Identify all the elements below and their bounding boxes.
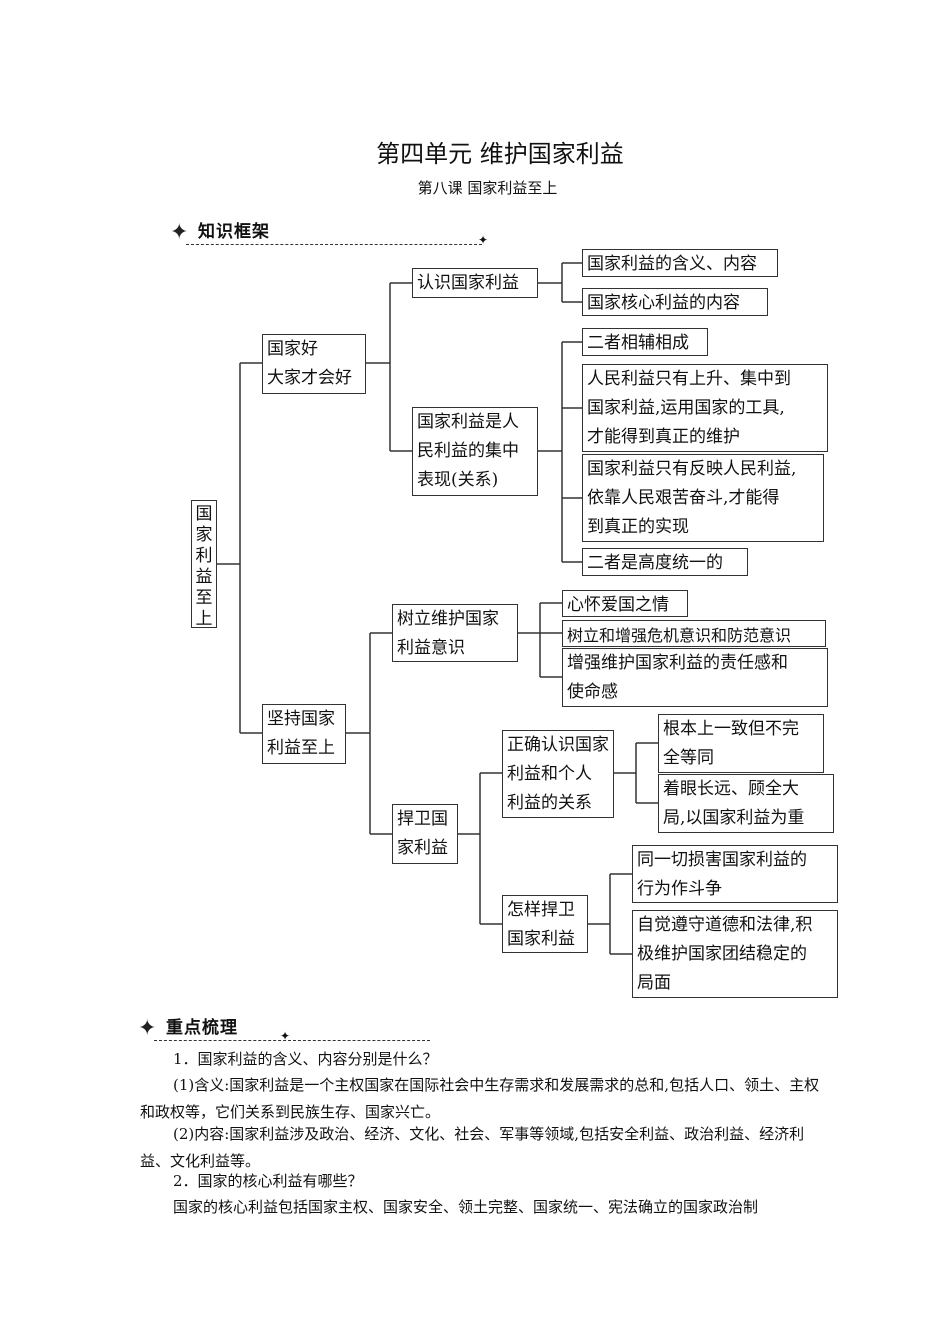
tree-node-b1b4: 二者是高度统一的 [582,548,748,576]
tree-node-b1a1: 国家利益的含义、内容 [582,249,778,277]
tree-node-b2a: 树立维护国家 利益意识 [392,604,518,662]
tree-node-b1b2: 人民利益只有上升、集中到 国家利益,运用国家的工具, 才能得到真正的维护 [582,364,828,452]
tree-node-b1a2: 国家核心利益的内容 [582,288,768,316]
tree-node-b1b: 国家利益是人 民利益的集中 表现(关系) [412,407,538,496]
star-icon: ✦ [280,1030,290,1042]
tree-node-b2a3: 增强维护国家利益的责任感和 使命感 [562,648,828,707]
question-1: 1．国家利益的含义、内容分别是什么？ [140,1046,820,1073]
tree-node-b2b2b: 自觉遵守道德和法律,积 极维护国家团结稳定的 局面 [632,910,838,998]
tree-node-b1: 国家好 大家才会好 [262,334,366,394]
star-icon: ✦ [138,1018,156,1040]
section-label: 重点梳理 [166,1018,238,1038]
answer-1-meaning: (1)含义:国家利益是一个主权国家在国际社会中生存需求和发展需求的总和,包括人口… [140,1072,820,1126]
tree-node-b1a: 认识国家利益 [412,268,538,298]
dashed-underline [154,1040,430,1041]
tree-node-b2a2: 树立和增强危机意识和防范意识 [562,620,826,647]
tree-node-b2b2: 怎样捍卫 国家利益 [502,895,588,953]
answer-1-content: (2)内容:国家利益涉及政治、经济、文化、社会、军事等领域,包括安全利益、政治利… [140,1121,820,1175]
tree-node-b2b1b: 着眼长远、顾全大 局,以国家利益为重 [658,774,834,833]
section-header-key-points: ✦ 重点梳理 ✦ [138,1018,298,1044]
tree-root: 国 家 利 益 至 上 [191,500,217,628]
tree-node-b2b1a: 根本上一致但不完 全等同 [658,714,824,773]
tree-node-b1b3: 国家利益只有反映人民利益, 依靠人民艰苦奋斗,才能得 到真正的实现 [582,454,824,542]
tree-node-b1b1: 二者相辅相成 [582,328,708,356]
tree-node-b2b: 捍卫国 家利益 [392,804,458,864]
tree-node-b2b1: 正确认识国家 利益和个人 利益的关系 [502,730,614,818]
tree-node-b2: 坚持国家 利益至上 [262,704,346,764]
tree-node-b2a1: 心怀爱国之情 [562,590,688,617]
question-2: 2．国家的核心利益有哪些？ [140,1168,820,1195]
answer-2: 国家的核心利益包括国家主权、国家安全、领土完整、国家统一、宪法确立的国家政治制 [140,1194,820,1221]
tree-node-b2b2a: 同一切损害国家利益的 行为作斗争 [632,845,838,903]
